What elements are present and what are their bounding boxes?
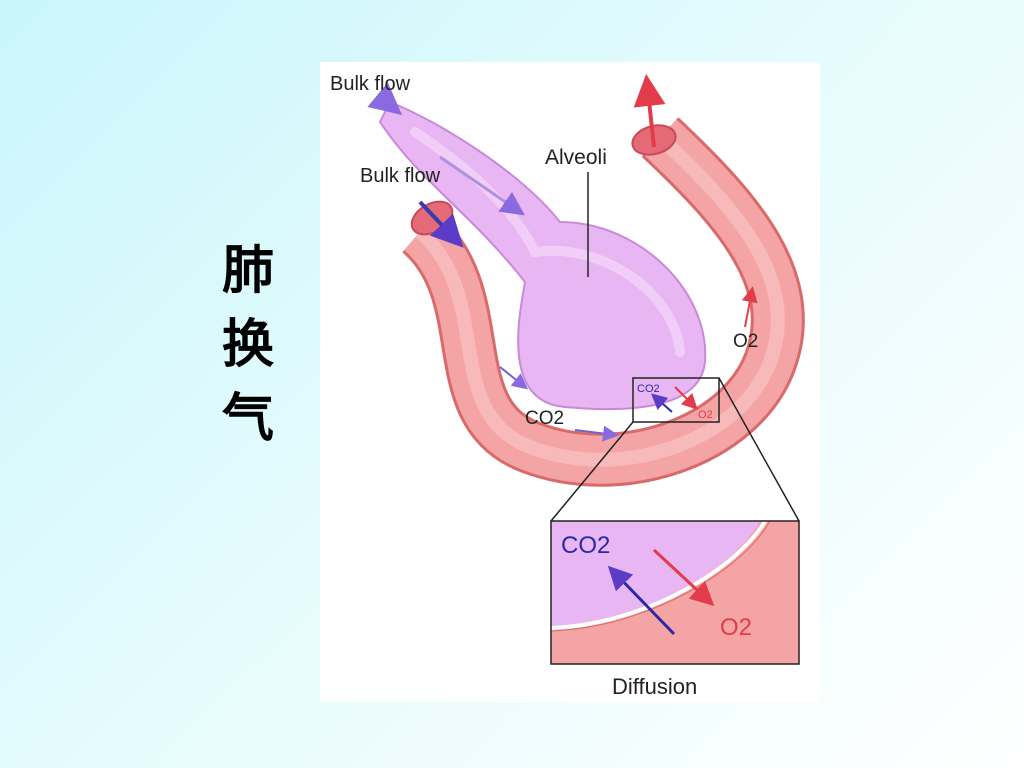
inset-connector-left [550, 421, 634, 522]
exit-arrow [633, 74, 666, 148]
gas-exchange-diagram: Bulk flow Bulk flow Alveoli CO2 O2 CO2 O… [320, 62, 820, 702]
bulk-flow-blood-text: Bulk flow [360, 165, 441, 187]
label-alveoli: Alveoli [545, 146, 607, 169]
title-char-3: 气 [221, 388, 274, 449]
page-title: 肺 换 气 [216, 238, 280, 452]
diffusion-inset [551, 521, 799, 664]
label-co2-small: CO2 [637, 383, 660, 395]
label-o2-capillary: O2 [733, 331, 758, 352]
zoom-box [632, 377, 720, 423]
label-bulk-flow-air: Bulk flow [330, 73, 411, 95]
label-o2-inset: O2 [720, 614, 752, 641]
bulk-flow-air-arrow [367, 82, 403, 116]
label-bulk-flow-blood: Bulk flow [360, 165, 441, 187]
diagram-svg: Bulk flow Bulk flow Alveoli CO2 O2 CO2 O… [330, 73, 805, 699]
label-co2-inset: CO2 [561, 532, 610, 559]
title-char-2: 换 [221, 314, 274, 375]
o2-inset-arrow [652, 548, 715, 607]
co2-inset-arrow [607, 565, 676, 636]
title-char-1: 肺 [221, 240, 274, 301]
label-diffusion-caption: Diffusion [612, 674, 697, 699]
bulk-flow-air-text: Bulk flow [330, 73, 411, 95]
bulk-flow-blood-arrow [418, 200, 464, 248]
label-co2-capillary: CO2 [525, 408, 564, 429]
inset-connector-right [718, 377, 800, 522]
label-o2-small: O2 [698, 409, 713, 421]
